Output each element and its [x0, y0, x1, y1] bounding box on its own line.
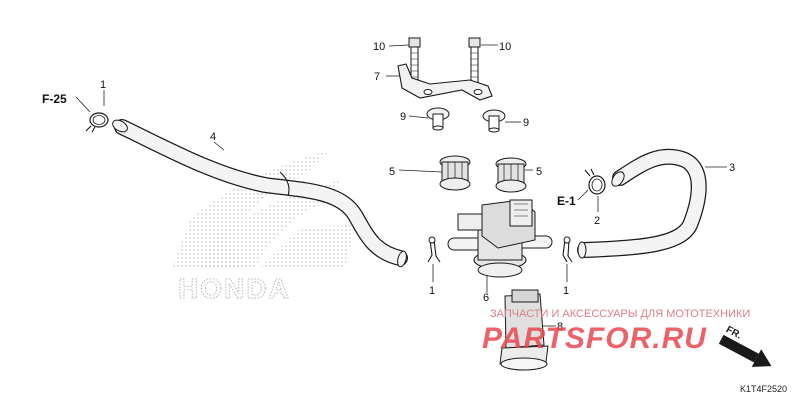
- diagram-code: K1T4F2520: [740, 384, 787, 394]
- front-direction-arrow: FR.: [718, 324, 772, 367]
- clip-part-1-right: [562, 236, 573, 263]
- honda-logo-text: HONDA: [178, 273, 291, 304]
- leader-lines: [75, 44, 727, 327]
- bracket-part-7: [397, 63, 493, 101]
- collar-part-9-left: [426, 107, 450, 131]
- reference-f25: F-25: [42, 92, 67, 106]
- callout-7: 7: [374, 71, 380, 83]
- clamp-part-1-left: [85, 112, 109, 133]
- callout-1-right: 1: [563, 285, 569, 297]
- watermark-site-text: PARTSFOR.RU: [482, 322, 707, 355]
- bolt-part-10-right: [468, 37, 481, 86]
- clamp-part-2: [584, 168, 606, 195]
- callout-1-left: 1: [100, 79, 106, 91]
- callout-8: 8: [557, 321, 563, 333]
- rubber-mount-part-5-right: [495, 157, 527, 193]
- rubber-mount-part-5-left: [439, 155, 471, 191]
- callout-2: 2: [594, 215, 600, 227]
- partsfor-watermark: ЗАПЧАСТИ И АКСЕССУАРЫ ДЛЯ МОТОТЕХНИКИ PA…: [482, 308, 750, 355]
- callout-3: 3: [729, 162, 735, 174]
- clip-part-1-center: [427, 236, 441, 263]
- callout-9-left: 9: [400, 111, 406, 123]
- callout-9-right: 9: [523, 117, 529, 129]
- honda-wing-logo: HONDA: [172, 150, 355, 305]
- collar-part-9-right: [482, 109, 506, 133]
- callout-10-left: 10: [373, 41, 385, 53]
- watermark-caption: ЗАПЧАСТИ И АКСЕССУАРЫ ДЛЯ МОТОТЕХНИКИ: [490, 308, 750, 320]
- cover-part-8: [499, 289, 549, 371]
- callout-6: 6: [483, 292, 489, 304]
- callout-1-center: 1: [429, 285, 435, 297]
- hose-part-4: [112, 119, 408, 268]
- control-valve-part-6: [447, 199, 553, 278]
- callout-5-left: 5: [389, 166, 395, 178]
- callout-4: 4: [210, 131, 216, 143]
- reference-e1: E-1: [557, 194, 576, 208]
- callout-10-right: 10: [499, 41, 511, 53]
- callout-5-right: 5: [536, 166, 542, 178]
- hose-part-3: [577, 148, 707, 259]
